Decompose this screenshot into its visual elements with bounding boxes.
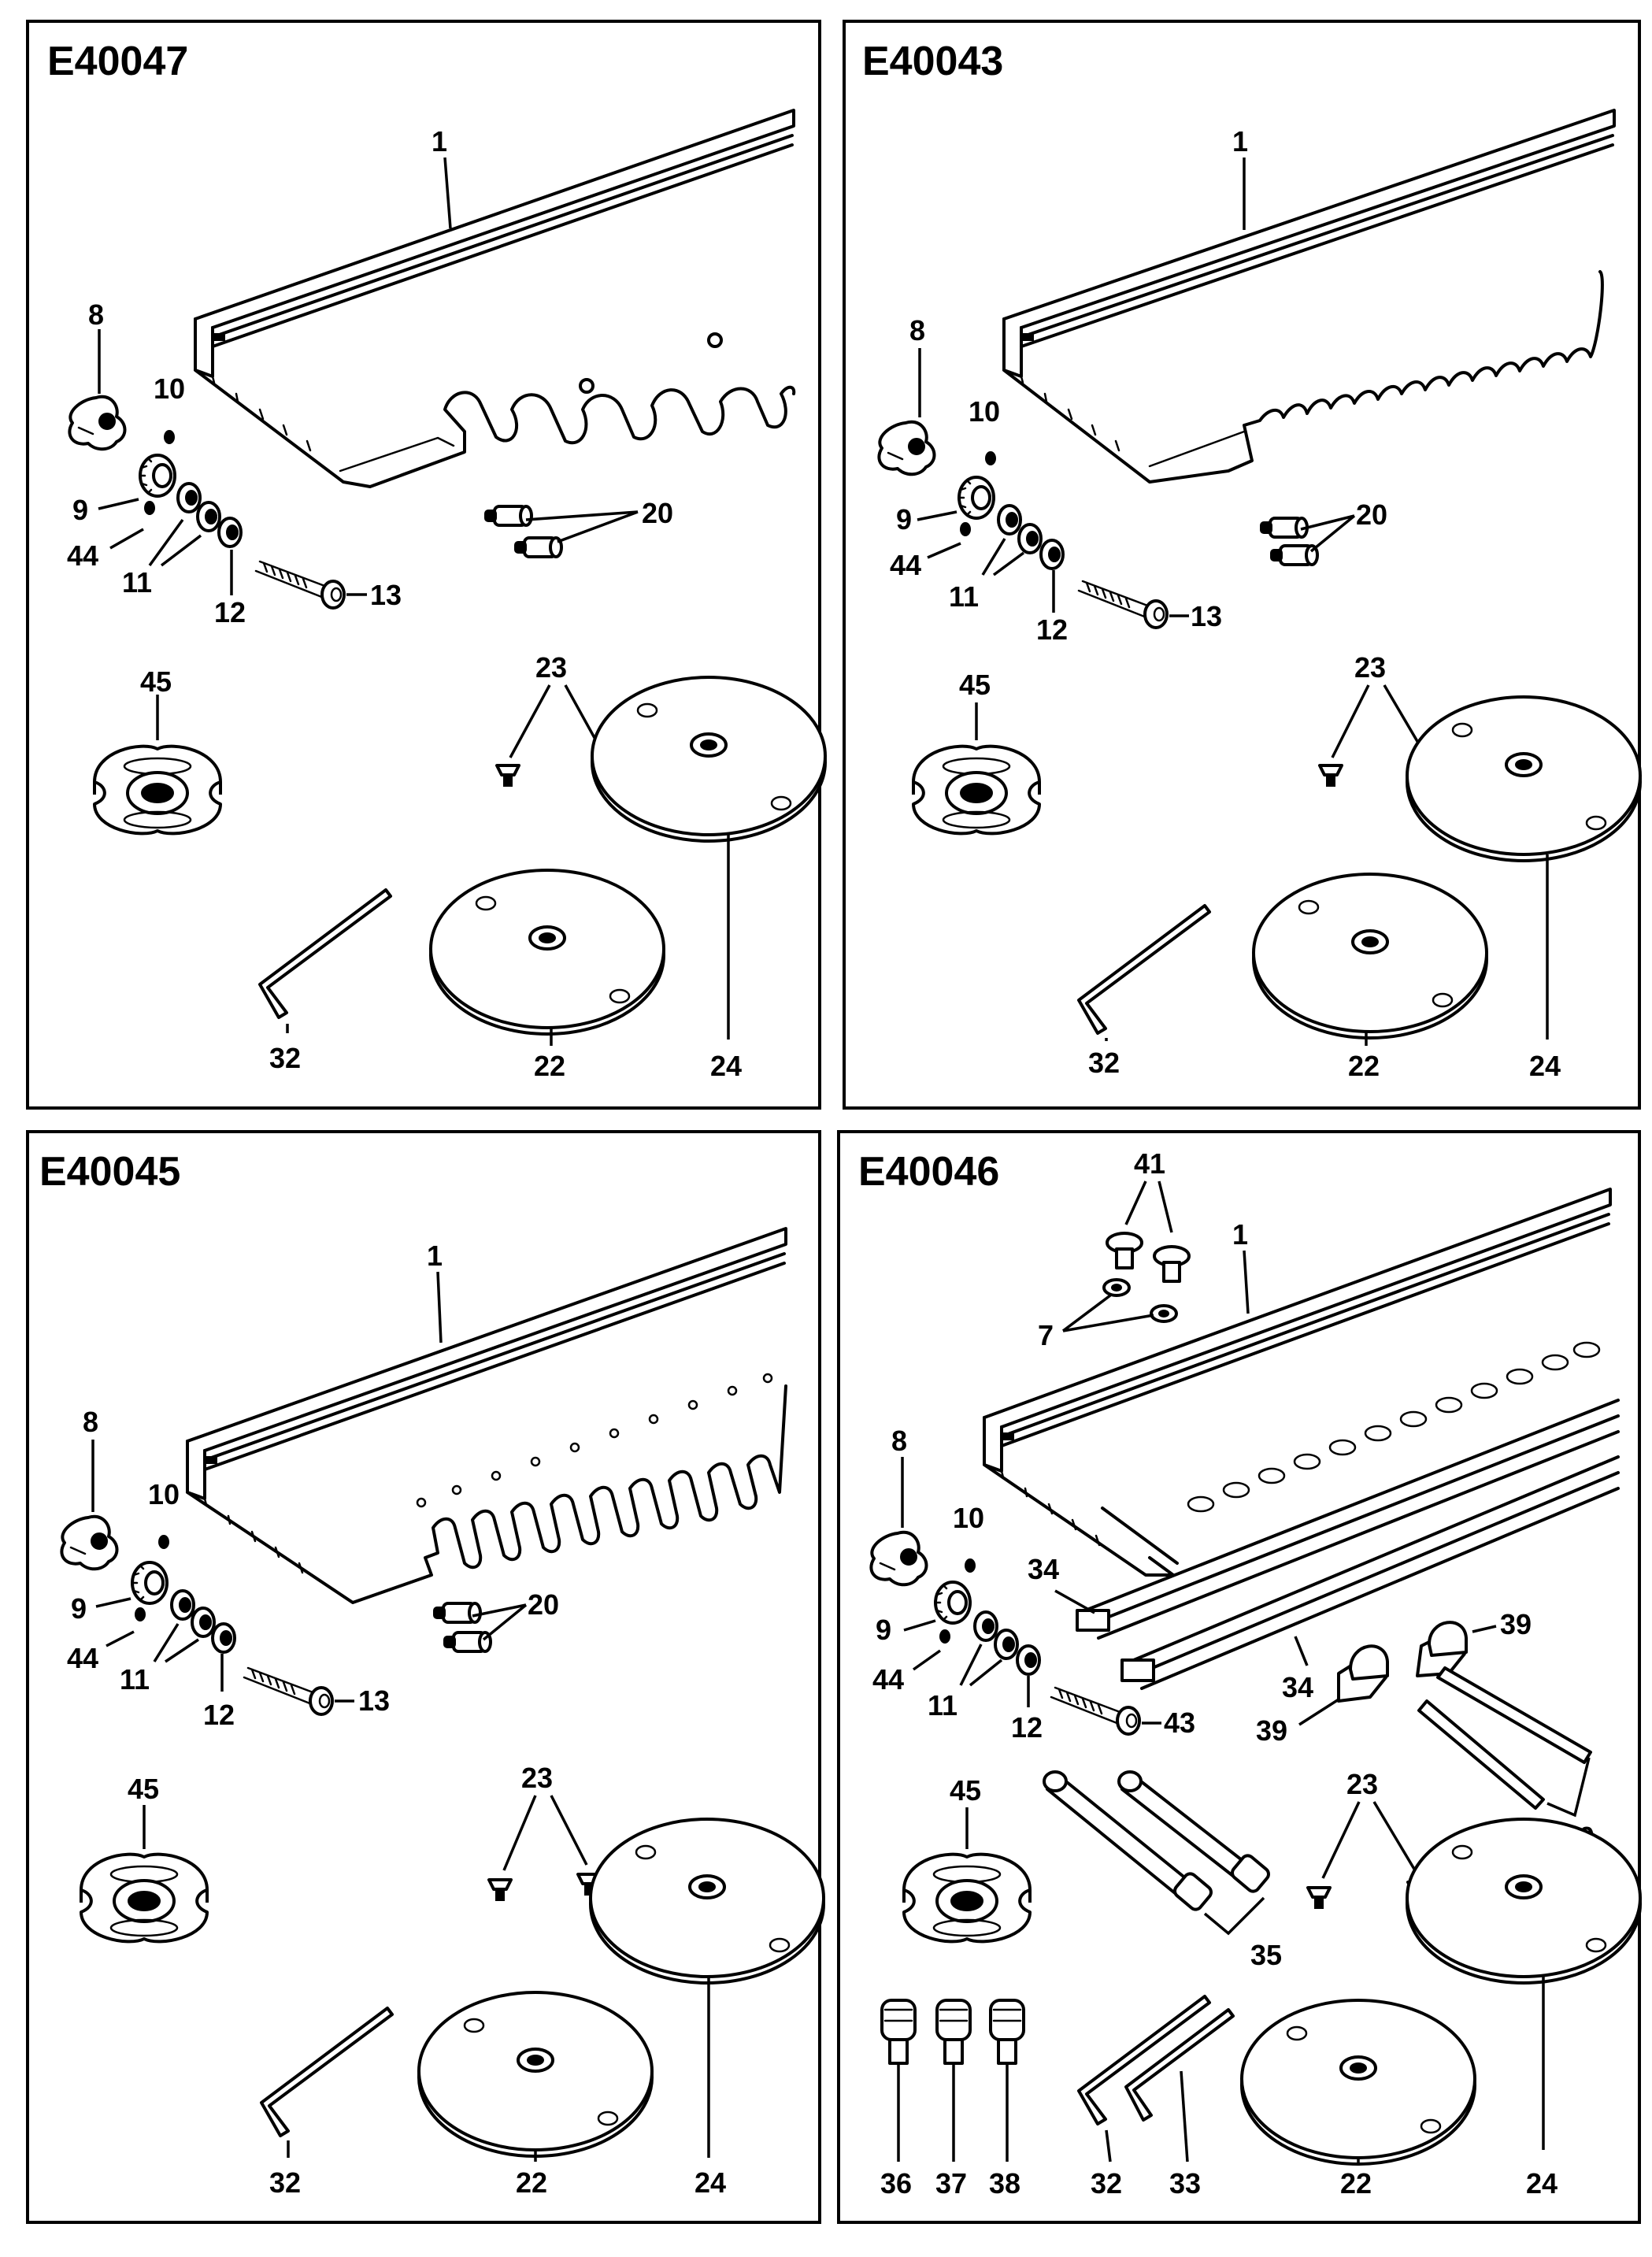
label-10: 10	[154, 372, 185, 405]
label-11: 11	[949, 580, 979, 613]
label-20: 20	[528, 1588, 559, 1621]
panel-e40045: E40045 1 8 10 9 44 11 12 13 20 45 23	[26, 1130, 825, 2224]
panel-e40047: E40047 1 8 10 9 44 11 12 13 20 45 23	[26, 20, 827, 1110]
label-32: 32	[1088, 1047, 1120, 1079]
label-10: 10	[953, 1502, 984, 1534]
label-11: 11	[120, 1663, 150, 1696]
label-13: 13	[370, 579, 402, 611]
panel-frame	[837, 1130, 1641, 2224]
label-12: 12	[1036, 613, 1068, 646]
label-44: 44	[890, 549, 921, 581]
label-24: 24	[1526, 2167, 1558, 2200]
panel-frame	[26, 20, 821, 1110]
label-44: 44	[872, 1663, 904, 1696]
label-24: 24	[1529, 1050, 1561, 1082]
label-9: 9	[71, 1592, 87, 1625]
label-24: 24	[710, 1050, 742, 1082]
label-32: 32	[1091, 2167, 1122, 2200]
panel-frame	[26, 1130, 821, 2224]
label-32: 32	[269, 1042, 301, 1074]
template-rail	[186, 1227, 787, 1604]
label-44: 44	[67, 539, 98, 572]
label-22: 22	[1340, 2167, 1372, 2200]
model-title: E40045	[39, 1149, 180, 1195]
label-12: 12	[1011, 1711, 1043, 1744]
label-1: 1	[427, 1240, 443, 1272]
model-title: E40047	[47, 39, 188, 84]
label-43: 43	[1164, 1707, 1195, 1739]
label-1: 1	[1232, 1218, 1248, 1251]
label-8: 8	[88, 298, 104, 331]
label-23: 23	[1354, 651, 1386, 684]
label-11: 11	[122, 566, 152, 599]
model-title: E40043	[862, 39, 1003, 84]
label-1: 1	[432, 125, 447, 158]
panel-e40046: E40046 1 41 7 8 10 9 44 11 1	[837, 1130, 1642, 2224]
panel-e40043: E40043 1 8 10 9 44 11 12 13 20 45 23	[843, 20, 1642, 1110]
label-10: 10	[148, 1478, 180, 1510]
label-23: 23	[535, 651, 567, 684]
label-36: 36	[880, 2167, 912, 2200]
label-10: 10	[969, 395, 1000, 428]
label-8: 8	[83, 1406, 98, 1438]
label-12: 12	[203, 1699, 235, 1731]
label-22: 22	[1348, 1050, 1380, 1082]
label-45: 45	[950, 1774, 981, 1807]
label-37: 37	[935, 2167, 967, 2200]
label-44: 44	[67, 1642, 98, 1674]
label-8: 8	[909, 314, 925, 347]
label-13: 13	[1191, 600, 1222, 632]
label-34a: 34	[1028, 1553, 1059, 1585]
label-20: 20	[642, 497, 673, 529]
label-38: 38	[989, 2167, 1020, 2200]
panel-frame	[843, 20, 1641, 1110]
label-11: 11	[928, 1689, 957, 1721]
label-24: 24	[695, 2166, 726, 2199]
label-22: 22	[516, 2166, 547, 2199]
template-rail	[983, 1188, 1620, 1690]
label-8: 8	[891, 1425, 907, 1457]
label-1: 1	[1232, 125, 1248, 158]
label-39a: 39	[1256, 1714, 1287, 1747]
label-35: 35	[1250, 1939, 1282, 1971]
label-45: 45	[128, 1773, 159, 1805]
label-45: 45	[959, 669, 991, 701]
label-45: 45	[140, 665, 172, 698]
label-9: 9	[876, 1614, 891, 1646]
label-22: 22	[534, 1050, 565, 1082]
label-23: 23	[521, 1762, 553, 1794]
label-34b: 34	[1282, 1671, 1313, 1703]
template-rail	[194, 109, 796, 488]
label-9: 9	[896, 503, 912, 536]
label-13: 13	[358, 1684, 390, 1717]
label-39b: 39	[1500, 1608, 1532, 1640]
label-23: 23	[1346, 1768, 1378, 1800]
label-12: 12	[214, 596, 246, 628]
label-9: 9	[72, 494, 88, 526]
label-20: 20	[1356, 498, 1387, 531]
label-7: 7	[1038, 1319, 1054, 1351]
label-32: 32	[269, 2166, 301, 2199]
label-33: 33	[1169, 2167, 1201, 2200]
model-title: E40046	[858, 1149, 999, 1195]
label-41: 41	[1134, 1147, 1165, 1180]
template-rail	[1002, 109, 1616, 484]
